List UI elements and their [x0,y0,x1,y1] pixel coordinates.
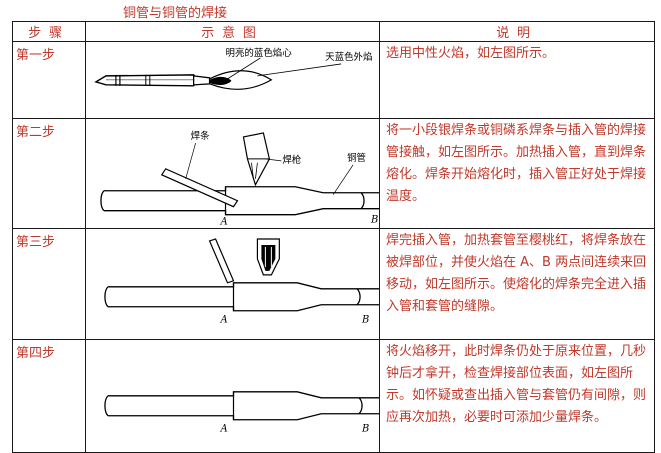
figure-heat-insert-pipe: 焊条 焊枪 铜管 A B [85,117,380,230]
point-b-label: B [361,424,369,435]
step-label: 第一步 [12,41,86,119]
step-description: 将火焰移开，此时焊条仍处于原来位置，几秒钟后才拿开，检查焊接部位表面，如左图所示… [379,338,655,453]
step-description: 选用中性火焰，如左图所示。 [379,41,655,119]
point-b-label: B [361,315,369,326]
point-b-label: B [370,214,378,225]
insert-heating-diagram: 焊条 焊枪 铜管 A B [100,130,379,227]
step-row-4: 第四步 A B 将火焰移开，此时焊条仍处于原来位置，几秒钟后才拿开，检查焊接部位… [12,338,655,453]
point-a-label: A [220,216,228,227]
header-figure: 示意图 [85,21,380,42]
step-row-3: 第三步 A B 焊完插入管，加热套管至樱桃红，将焊条放在被焊部位，并使火焰在 [12,228,655,340]
figure-neutral-flame: 明亮的蓝色焰心 天蓝色外焰 [85,41,380,119]
step-row-2: 第二步 焊条 焊枪 铜管 [12,117,655,230]
header-description: 说明 [379,21,655,42]
flame-diagram: 明亮的蓝色焰心 天蓝色外焰 [94,47,372,90]
torch-label: 焊枪 [282,154,301,166]
step-label: 第二步 [12,117,86,230]
step-row-1: 第一步 明亮的蓝色焰心 天蓝色外焰 [12,41,655,119]
inner-cone-label: 明亮的蓝色焰心 [226,47,293,59]
sleeve-heating-diagram: A B [104,238,379,326]
welding-steps-table: 步骤 示意图 说明 第一步 明亮的蓝色焰心 [12,21,655,453]
figure-inspect-joint: A B [85,338,380,453]
outer-flame-label: 天蓝色外焰 [325,51,372,63]
figure-heat-sleeve: A B [85,228,380,340]
step-description: 将一小段银焊条或铜磷系焊条与插入管的焊接管接触，如左图所示。加热插入管，直到焊条… [379,117,655,230]
header-step: 步骤 [12,21,86,42]
step-description: 焊完插入管，加热套管至樱桃红，将焊条放在被焊部位，并使火焰在 A、B 两点间连续… [379,228,655,340]
rod-label: 焊条 [191,130,210,142]
point-a-label: A [220,424,228,435]
step-label: 第四步 [12,338,86,453]
pipe-label: 铜管 [347,152,366,164]
point-a-label: A [220,315,228,326]
inspection-diagram: A B [104,391,379,435]
header-row: 步骤 示意图 说明 [12,21,655,42]
page-title: 铜管与铜管的焊接 [123,6,228,21]
step-label: 第三步 [12,228,86,340]
